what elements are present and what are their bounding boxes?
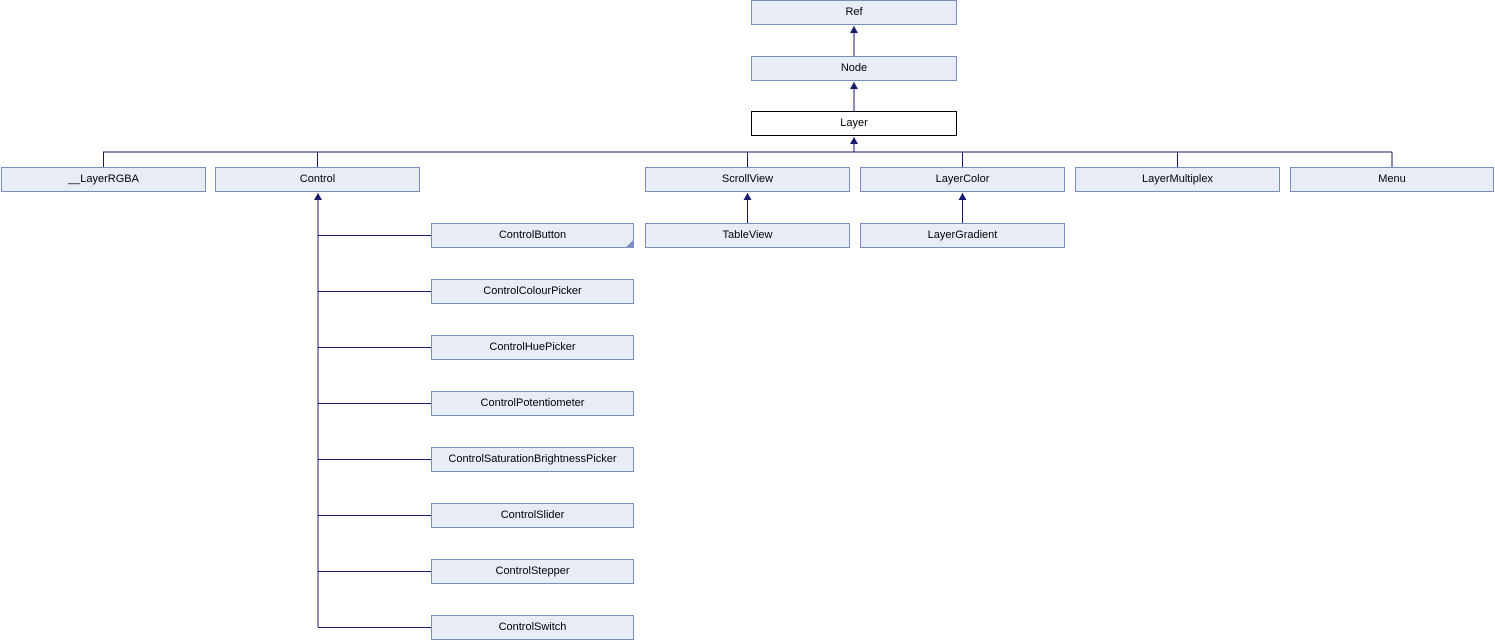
class-node-label: Ref	[845, 6, 863, 18]
class-node-ctlstepper[interactable]: ControlStepper	[431, 559, 634, 584]
class-node-label: TableView	[722, 229, 773, 241]
class-node-label: LayerColor	[935, 173, 990, 185]
class-node-ctlswitch[interactable]: ControlSwitch	[431, 615, 634, 640]
class-node-layerrgba[interactable]: __LayerRGBA	[1, 167, 206, 192]
class-node-layer[interactable]: Layer	[751, 111, 957, 136]
class-node-scrollview[interactable]: ScrollView	[645, 167, 850, 192]
class-node-label: Layer	[840, 117, 868, 129]
class-node-layercolor[interactable]: LayerColor	[860, 167, 1065, 192]
arrowhead-layergrad-to-layercolor	[958, 193, 967, 200]
class-node-layermux[interactable]: LayerMultiplex	[1075, 167, 1280, 192]
class-node-ctlsat[interactable]: ControlSaturationBrightnessPicker	[431, 447, 634, 472]
class-node-control[interactable]: Control	[215, 167, 420, 192]
class-node-label: LayerGradient	[927, 229, 998, 241]
class-node-label: ControlSwitch	[498, 621, 567, 633]
arrowhead-layer-to-node	[850, 82, 858, 89]
class-node-label: ControlStepper	[495, 565, 570, 577]
class-node-ref[interactable]: Ref	[751, 0, 957, 25]
class-node-label: ControlSaturationBrightnessPicker	[448, 453, 617, 465]
class-node-menu[interactable]: Menu	[1290, 167, 1494, 192]
class-node-ctlpot[interactable]: ControlPotentiometer	[431, 391, 634, 416]
class-node-label: Menu	[1378, 173, 1406, 185]
class-node-ctlslider[interactable]: ControlSlider	[431, 503, 634, 528]
class-node-label: ControlSlider	[500, 509, 565, 521]
class-node-layergrad[interactable]: LayerGradient	[860, 223, 1065, 248]
class-node-label: Node	[840, 62, 868, 74]
class-node-label: ScrollView	[721, 173, 774, 185]
class-node-tableview[interactable]: TableView	[645, 223, 850, 248]
arrowhead-tableview-to-scrollview	[743, 193, 752, 200]
arrowhead-node-to-ref	[850, 26, 858, 33]
class-node-label: ControlPotentiometer	[480, 397, 585, 409]
class-node-ctlhue[interactable]: ControlHuePicker	[431, 335, 634, 360]
class-node-label: ControlColourPicker	[483, 285, 582, 297]
class-node-label: ControlButton	[498, 229, 567, 241]
class-node-label: LayerMultiplex	[1142, 173, 1213, 185]
arrowhead-control-subclasses	[314, 193, 322, 200]
collapsed-subtree-icon	[625, 239, 633, 247]
class-node-ctlcolour[interactable]: ControlColourPicker	[431, 279, 634, 304]
class-node-label: __LayerRGBA	[68, 173, 139, 185]
class-node-ctlbutton[interactable]: ControlButton	[431, 223, 634, 248]
class-node-node[interactable]: Node	[751, 56, 957, 81]
arrowhead-bus-to-layer	[850, 137, 858, 144]
class-node-label: Control	[299, 173, 336, 185]
class-node-label: ControlHuePicker	[489, 341, 576, 353]
